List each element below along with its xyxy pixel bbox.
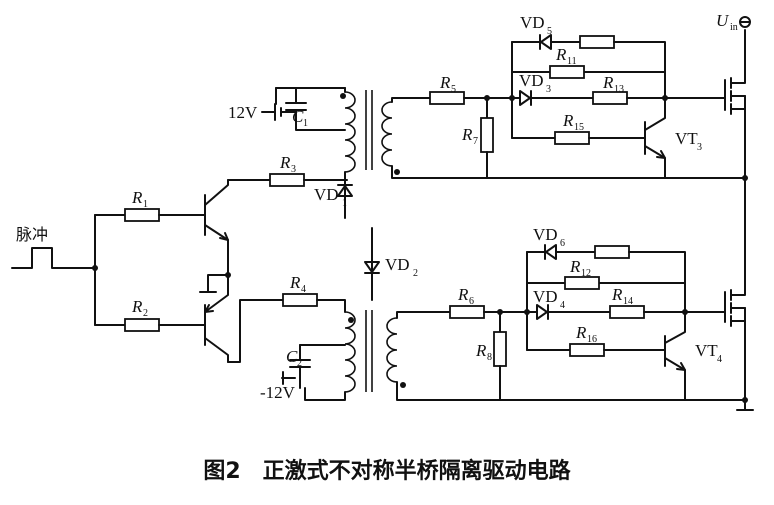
svg-text:R: R (562, 111, 574, 130)
svg-text:in: in (730, 22, 738, 33)
mosfet-lower (724, 177, 748, 403)
svg-text:1: 1 (303, 118, 308, 129)
svg-text:4: 4 (560, 300, 565, 311)
svg-text:6: 6 (469, 296, 474, 307)
svg-text:2: 2 (413, 268, 418, 279)
svg-text:VT: VT (675, 129, 698, 148)
svg-text:R: R (439, 73, 451, 92)
svg-text:C: C (292, 107, 304, 126)
diode-vd4: VD 4 (526, 287, 611, 320)
resistor-r15: R 15 (554, 111, 646, 145)
svg-text:VD: VD (314, 185, 339, 204)
svg-text:R: R (457, 285, 469, 304)
svg-text:C: C (286, 347, 298, 366)
svg-text:4: 4 (717, 354, 722, 365)
svg-text:VD: VD (520, 13, 545, 32)
resistor-vd6-series (594, 245, 686, 313)
capacitor-c1: C 1 (275, 87, 346, 131)
svg-text:4: 4 (301, 284, 306, 295)
lower-supply-neg12v: -12V (260, 371, 296, 402)
svg-text:VD: VD (385, 255, 410, 274)
resistor-r14: R 14 (609, 285, 726, 319)
svg-text:VD: VD (519, 71, 544, 90)
svg-text:R: R (602, 73, 614, 92)
upper-branch-network (486, 41, 666, 139)
resistor-r2: R 2 (124, 297, 191, 332)
svg-text:5: 5 (547, 26, 552, 37)
svg-text:14: 14 (623, 296, 633, 307)
resistor-r8: R 8 (475, 309, 507, 401)
svg-text:R: R (475, 341, 487, 360)
svg-text:16: 16 (587, 334, 597, 345)
transistor-upper (189, 179, 229, 276)
svg-text:2: 2 (297, 358, 302, 369)
input-terminal-uin: U in (716, 11, 751, 33)
mosfet-upper (724, 29, 748, 181)
upper-supply-12v: 12V (228, 103, 296, 122)
diode-vd6: VD 6 (533, 225, 596, 260)
svg-text:6: 6 (560, 238, 565, 249)
pulse-label: 脉冲 (16, 226, 48, 244)
svg-text:7: 7 (473, 136, 478, 147)
svg-text:5: 5 (451, 84, 456, 95)
transistor-vt4: VT 4 (664, 309, 722, 401)
resistor-r3: R 3 (227, 153, 348, 187)
lower-branch-network (499, 251, 686, 351)
resistor-r5: R 5 (429, 73, 488, 105)
svg-text:R: R (575, 323, 587, 342)
diode-vd1: VD 1 (314, 177, 353, 219)
diode-vd5: VD 5 (520, 13, 581, 50)
svg-text:VT: VT (695, 341, 718, 360)
svg-text:VD: VD (533, 287, 558, 306)
svg-text:R: R (279, 153, 291, 172)
svg-text:VD: VD (533, 225, 558, 244)
svg-text:12: 12 (581, 268, 591, 279)
resistor-r6: R 6 (449, 285, 501, 319)
transistor-lower (189, 274, 229, 363)
svg-text:R: R (289, 273, 301, 292)
upper-transformer (340, 87, 400, 179)
svg-text:R: R (555, 45, 567, 64)
pulse-input: 脉冲 (11, 214, 126, 326)
svg-text:R: R (461, 125, 473, 144)
svg-text:R: R (611, 285, 623, 304)
resistor-r13: R 13 (592, 73, 666, 105)
svg-text:R: R (131, 188, 143, 207)
resistor-r4: R 4 (227, 273, 346, 363)
svg-text:U: U (716, 11, 730, 30)
resistor-r1: R 1 (124, 188, 191, 222)
svg-text:8: 8 (487, 352, 492, 363)
svg-text:11: 11 (567, 56, 577, 67)
lower-transformer (344, 310, 406, 393)
svg-text:1: 1 (143, 199, 148, 210)
diode-vd3: VD 3 (511, 71, 594, 106)
resistor-r12: R 12 (564, 257, 600, 290)
ground-symbol (736, 399, 754, 411)
figure-caption: 图2 正激式不对称半桥隔离驱动电路 (203, 458, 571, 484)
svg-text:3: 3 (291, 164, 296, 175)
svg-text:R: R (131, 297, 143, 316)
supply-12v-label: 12V (228, 103, 258, 122)
resistor-r11: R 11 (549, 45, 585, 79)
svg-text:13: 13 (614, 84, 624, 95)
svg-text:15: 15 (574, 122, 584, 133)
diode-vd2: VD 2 (364, 227, 418, 301)
upper-secondary-wires (391, 97, 746, 179)
totem-ground (199, 272, 231, 293)
resistor-vd5-series (579, 35, 666, 99)
resistor-r16: R 16 (569, 323, 666, 357)
svg-text:R: R (569, 257, 581, 276)
resistor-r7: R 7 (461, 95, 494, 179)
svg-text:3: 3 (697, 142, 702, 153)
svg-text:1: 1 (342, 198, 347, 209)
svg-text:3: 3 (546, 84, 551, 95)
svg-text:2: 2 (143, 308, 148, 319)
transistor-vt3: VT 3 (644, 95, 726, 179)
capacitor-c2: C 2 (286, 344, 346, 401)
lower-secondary-wires (396, 311, 746, 401)
supply-neg12v-label: -12V (260, 383, 296, 402)
